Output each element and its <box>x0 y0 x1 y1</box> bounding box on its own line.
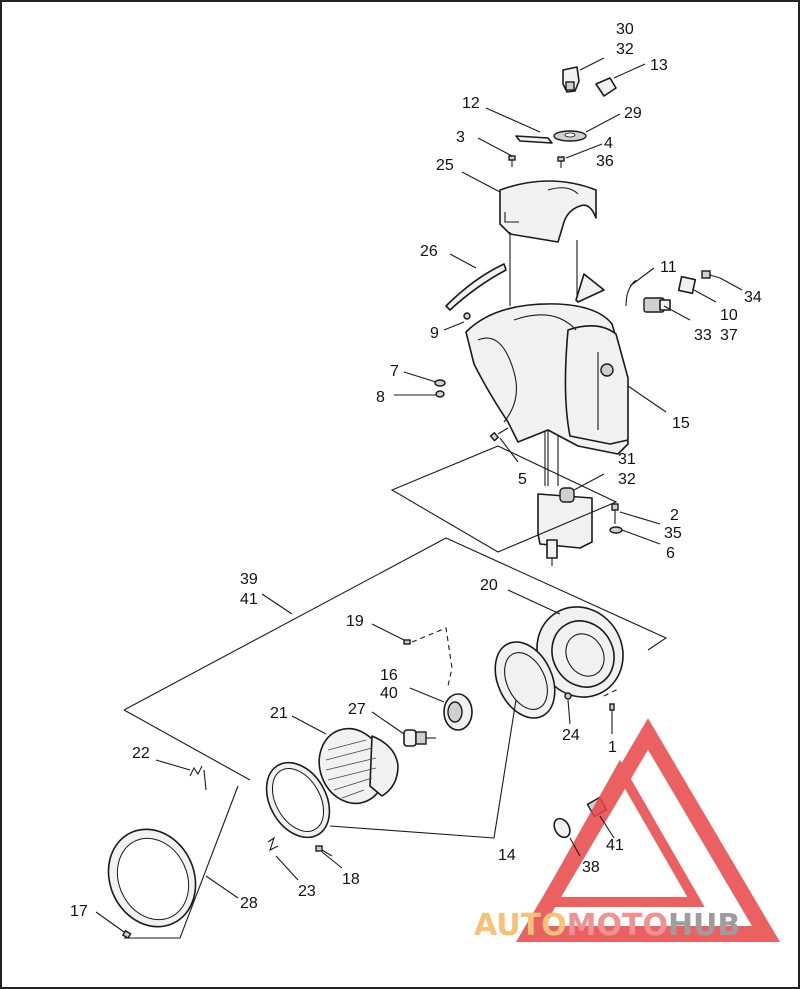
callout-8: 8 <box>376 389 385 406</box>
callout-13: 13 <box>650 57 668 74</box>
part-screw-17 <box>121 929 132 940</box>
callout-40: 40 <box>380 685 398 702</box>
callout-41: 41 <box>240 591 258 608</box>
part-screw-1 <box>609 703 615 711</box>
callout-22: 22 <box>132 745 150 762</box>
part-screw-18 <box>315 845 333 857</box>
watermark-text: AUTOMOTOHUB <box>474 908 740 943</box>
part-screw-3 <box>508 155 516 167</box>
callout-17: 17 <box>70 903 88 920</box>
callout-7: 7 <box>390 363 399 380</box>
part-trim-strip <box>515 135 553 144</box>
part-spring-22 <box>189 765 203 777</box>
callout-16: 16 <box>380 667 398 684</box>
part-ignition-key <box>562 66 580 93</box>
part-bulb-socket <box>443 693 473 731</box>
callout-4: 4 <box>604 135 613 152</box>
part-screw-34 <box>701 270 721 279</box>
callout-36: 36 <box>596 153 614 170</box>
part-screw-24 <box>564 692 572 700</box>
part-strap-left <box>445 263 507 311</box>
part-spring-clip <box>625 279 637 307</box>
callout-29: 29 <box>624 105 642 122</box>
part-nut-9 <box>463 312 471 320</box>
callout-35: 35 <box>664 525 682 542</box>
callout-31: 31 <box>618 451 636 468</box>
callout-18: 18 <box>342 871 360 888</box>
callout-30: 30 <box>616 21 634 38</box>
part-mounting-ring-14 <box>494 641 556 719</box>
part-nut-8 <box>435 390 445 398</box>
part-lower-bracket <box>537 487 593 566</box>
callout-32-lower: 32 <box>618 471 636 488</box>
callout-21: 21 <box>270 705 288 722</box>
callout-37: 37 <box>720 327 738 344</box>
callout-2: 2 <box>670 507 679 524</box>
callout-41-lower: 41 <box>606 837 624 854</box>
callout-39: 39 <box>240 571 258 588</box>
part-trim-ring <box>107 828 197 928</box>
part-screw-4 <box>557 156 565 168</box>
part-bracket-tab <box>575 273 605 303</box>
callout-10: 10 <box>720 307 738 324</box>
callout-28: 28 <box>240 895 258 912</box>
leader-lines <box>95 57 743 933</box>
callout-26: 26 <box>420 243 438 260</box>
callout-33: 33 <box>694 327 712 344</box>
callout-3: 3 <box>456 129 465 146</box>
part-retaining-ring <box>265 761 331 839</box>
part-switch-plate <box>677 275 697 295</box>
assembly-plane-front <box>124 785 239 939</box>
lens-hatching <box>325 739 377 799</box>
part-screw-5 <box>489 427 509 442</box>
watermark-logo: AUTOMOTOHUB <box>474 718 781 943</box>
dash-screw-1 <box>603 687 621 697</box>
part-washer-6 <box>609 526 623 534</box>
part-sealed-beam-lamp <box>318 727 399 805</box>
part-main-shroud <box>465 303 629 455</box>
callout-24: 24 <box>562 727 580 744</box>
callout-11: 11 <box>660 259 677 276</box>
callout-12: 12 <box>462 95 480 112</box>
callout-25: 25 <box>436 157 454 174</box>
assembly-plane-lower <box>123 537 668 711</box>
part-headlamp-bulb <box>403 729 436 747</box>
part-upper-cover <box>499 180 597 243</box>
part-toggle-switch <box>643 297 671 313</box>
part-bolt-2 <box>611 503 619 524</box>
callout-19: 19 <box>346 613 364 630</box>
callout-38: 38 <box>582 859 600 876</box>
callout-27: 27 <box>348 701 366 718</box>
part-washer-7 <box>434 379 446 387</box>
callout-23: 23 <box>298 883 316 900</box>
part-screw-19 <box>403 627 453 687</box>
callout-labels: 30 32 13 12 29 3 4 36 25 26 11 34 10 37 … <box>70 21 762 920</box>
part-washer <box>553 130 587 142</box>
callout-14: 14 <box>498 847 516 864</box>
callout-6: 6 <box>666 545 675 562</box>
part-spring-23 <box>267 836 279 852</box>
callout-1: 1 <box>608 739 617 756</box>
callout-34: 34 <box>744 289 762 306</box>
part-cap <box>595 77 617 97</box>
assembly-plane-upper <box>390 445 618 553</box>
callout-5: 5 <box>518 471 527 488</box>
callout-9: 9 <box>430 325 439 342</box>
callout-15: 15 <box>672 415 690 432</box>
callout-32: 32 <box>616 41 634 58</box>
callout-20: 20 <box>480 577 498 594</box>
